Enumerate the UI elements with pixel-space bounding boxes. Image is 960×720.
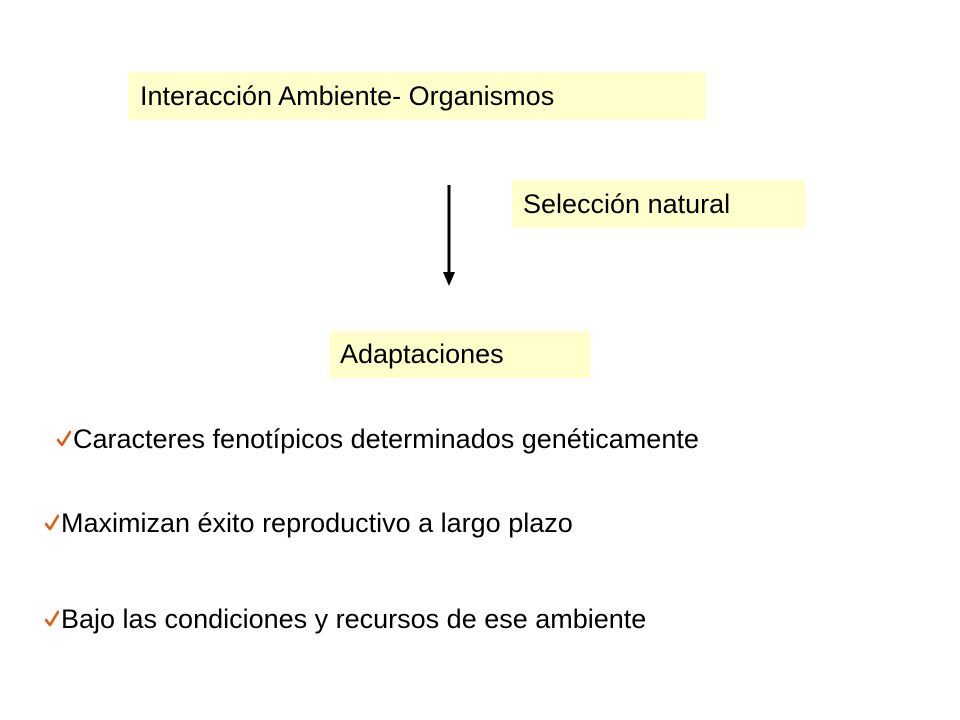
checkmark-icon	[57, 429, 71, 449]
bullet-text: Bajo las condiciones y recursos de ese a…	[61, 604, 647, 634]
adaptaciones-label: Adaptaciones	[340, 339, 504, 369]
bullet-text: Caracteres fenotípicos determinados gené…	[73, 424, 699, 454]
bullet-text: Maximizan éxito reproductivo a largo pla…	[61, 508, 573, 538]
interaccion-label: Interacción Ambiente- Organismos	[140, 81, 555, 111]
seleccion-natural-label: Selección natural	[523, 189, 731, 219]
bullet-item: Maximizan éxito reproductivo a largo pla…	[45, 507, 573, 539]
adaptaciones-box: Adaptaciones	[330, 331, 590, 378]
bullet-item: Bajo las condiciones y recursos de ese a…	[45, 603, 646, 635]
checkmark-icon	[45, 513, 59, 533]
checkmark-icon	[45, 609, 59, 629]
interaccion-box: Interacción Ambiente- Organismos	[128, 72, 706, 120]
seleccion-natural-box: Selección natural	[512, 180, 805, 228]
arrow-down-icon	[443, 185, 455, 286]
bullet-item: Caracteres fenotípicos determinados gené…	[57, 423, 699, 455]
